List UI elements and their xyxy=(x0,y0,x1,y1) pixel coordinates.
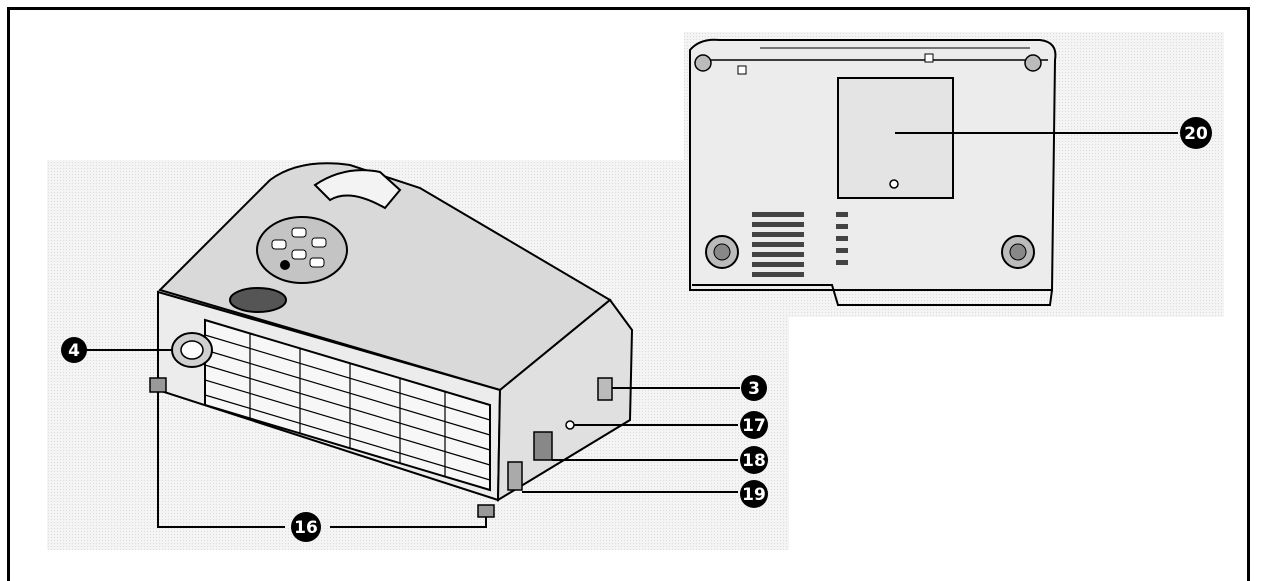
keypad-button xyxy=(291,249,307,260)
side-port-3 xyxy=(597,377,613,401)
callout-18-label: 18 xyxy=(742,451,766,471)
callout-4-label: 4 xyxy=(68,341,80,361)
projector-front-view xyxy=(47,160,789,550)
leader-line-16-right xyxy=(330,517,487,528)
keypad-button xyxy=(311,237,327,248)
vent-slats xyxy=(204,333,491,481)
bottom-vents xyxy=(752,212,848,277)
lamp-cover xyxy=(837,77,954,199)
figure-frame xyxy=(7,7,1250,581)
corner-foot xyxy=(1024,54,1042,72)
speaker-grille xyxy=(229,287,287,313)
projector-side-face xyxy=(496,298,634,502)
lens-inner xyxy=(180,340,204,360)
callout-17: 17 xyxy=(740,411,768,439)
corner-foot xyxy=(694,54,712,72)
keypad-led xyxy=(280,260,290,270)
projector-bottom-view xyxy=(684,32,1224,317)
side-port-19 xyxy=(507,461,523,491)
callout-17-label: 17 xyxy=(742,416,766,436)
side-port-18 xyxy=(533,431,553,461)
callout-3-label: 3 xyxy=(748,379,760,399)
keypad-button xyxy=(271,239,287,250)
keypad-button xyxy=(291,227,307,238)
callout-16-label: 16 xyxy=(294,518,318,538)
front-foot-left xyxy=(149,377,167,393)
projector-top xyxy=(158,162,612,392)
callout-3: 3 xyxy=(741,375,767,401)
top-handle xyxy=(313,169,402,210)
front-foot-right xyxy=(477,504,495,518)
callout-16: 16 xyxy=(291,512,321,542)
callout-19-label: 19 xyxy=(742,485,766,505)
lamp-cover-screw xyxy=(889,179,899,189)
leader-line-16-left xyxy=(157,392,285,528)
callout-20: 20 xyxy=(1180,117,1212,149)
callout-19: 19 xyxy=(740,480,768,508)
callout-4: 4 xyxy=(61,337,87,363)
front-vent xyxy=(204,318,491,492)
side-port-17 xyxy=(565,420,575,430)
callout-18: 18 xyxy=(740,446,768,474)
keypad-button xyxy=(309,257,325,268)
callout-20-label: 20 xyxy=(1184,124,1208,144)
leader-lines xyxy=(86,132,1178,528)
